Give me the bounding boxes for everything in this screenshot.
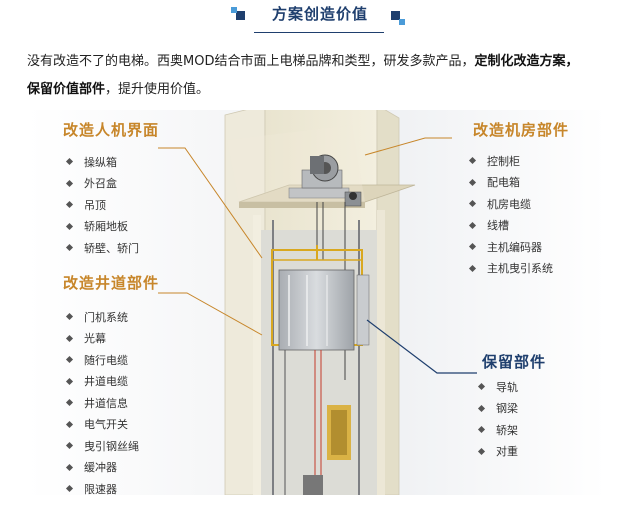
bullet-icon — [477, 404, 486, 412]
list-item-label: 钢梁 — [496, 402, 518, 416]
list-item-label: 导轨 — [496, 380, 518, 394]
intro-text: ，提升使用价值。 — [105, 82, 210, 97]
bullet-icon — [477, 447, 486, 455]
bullet-icon — [65, 377, 74, 385]
list-item: 机房电缆 — [468, 193, 553, 215]
group-list: 门机系统 光幕 随行电缆 井道电缆 井道信息 电气开关 曳引钢丝绳 缓冲器 限速… — [65, 306, 139, 495]
decor-square-icon — [399, 19, 405, 25]
list-item-label: 轿壁、轿门 — [84, 241, 139, 255]
list-item-label: 井道电缆 — [84, 375, 128, 389]
bullet-icon — [468, 221, 477, 229]
list-item: 缓冲器 — [65, 457, 139, 479]
list-item: 轿壁、轿门 — [65, 237, 139, 259]
list-item-label: 缓冲器 — [84, 461, 117, 475]
list-item: 轿厢地板 — [65, 216, 139, 238]
list-item: 控制柜 — [468, 150, 553, 172]
list-item-label: 门机系统 — [84, 310, 128, 324]
list-item-label: 配电箱 — [487, 176, 520, 190]
group-heading: 改造人机界面 — [63, 121, 160, 139]
title-underline — [254, 32, 384, 33]
list-item: 主机编码器 — [468, 236, 553, 258]
list-item: 线槽 — [468, 215, 553, 237]
decor-square-icon — [391, 11, 400, 20]
list-item-label: 光幕 — [84, 332, 106, 346]
intro-bold-text: 定制化改造方案， — [474, 54, 579, 69]
list-item-label: 电气开关 — [84, 418, 128, 432]
list-item: 导轨 — [477, 376, 518, 398]
bullet-icon — [65, 485, 74, 493]
list-item: 井道电缆 — [65, 371, 139, 393]
group-list: 操纵箱 外召盒 吊顶 轿厢地板 轿壁、轿门 — [65, 151, 139, 259]
list-item: 限速器 — [65, 478, 139, 495]
list-item: 配电箱 — [468, 172, 553, 194]
bullet-icon — [65, 399, 74, 407]
section-header: 方案创造价值 — [0, 0, 637, 40]
bullet-icon — [65, 313, 74, 321]
list-item-label: 吊顶 — [84, 198, 106, 212]
list-item-label: 轿架 — [496, 423, 518, 437]
bullet-icon — [65, 158, 74, 166]
group-list: 控制柜 配电箱 机房电缆 线槽 主机编码器 主机曳引系统 — [468, 150, 553, 280]
list-item: 操纵箱 — [65, 151, 139, 173]
list-item-label: 主机曳引系统 — [487, 262, 553, 276]
list-item: 光幕 — [65, 328, 139, 350]
list-item: 外召盒 — [65, 173, 139, 195]
bullet-icon — [65, 420, 74, 428]
list-item-label: 限速器 — [84, 482, 117, 495]
bullet-icon — [65, 463, 74, 471]
list-item-label: 外召盒 — [84, 177, 117, 191]
list-item: 门机系统 — [65, 306, 139, 328]
bullet-icon — [65, 356, 74, 364]
intro-paragraph: 没有改造不了的电梯。西奥MOD结合市面上电梯品牌和类型，研发多款产品，定制化改造… — [27, 48, 617, 104]
elevator-diagram: 改造人机界面 操纵箱 外召盒 吊顶 轿厢地板 轿壁、轿门 改造井道部件 门机系统… — [27, 110, 606, 495]
list-item-label: 线槽 — [487, 219, 509, 233]
decor-square-icon — [236, 11, 245, 20]
list-item: 轿架 — [477, 419, 518, 441]
bullet-icon — [468, 200, 477, 208]
list-item-label: 轿厢地板 — [84, 220, 128, 234]
list-item-label: 随行电缆 — [84, 353, 128, 367]
bullet-icon — [477, 383, 486, 391]
bullet-icon — [65, 244, 74, 252]
intro-bold-text: 保留价值部件 — [27, 82, 106, 97]
list-item: 曳引钢丝绳 — [65, 435, 139, 457]
list-item: 随行电缆 — [65, 349, 139, 371]
list-item-label: 操纵箱 — [84, 155, 117, 169]
list-item: 电气开关 — [65, 414, 139, 436]
list-item: 主机曳引系统 — [468, 258, 553, 280]
group-heading: 改造井道部件 — [63, 274, 160, 292]
list-item-label: 机房电缆 — [487, 197, 531, 211]
group-list: 导轨 钢梁 轿架 对重 — [477, 376, 518, 463]
bullet-icon — [468, 157, 477, 165]
list-item: 井道信息 — [65, 392, 139, 414]
elevator-illustration — [158, 110, 477, 495]
bullet-icon — [468, 264, 477, 272]
list-item-label: 控制柜 — [487, 154, 520, 168]
list-item-label: 主机编码器 — [487, 240, 542, 254]
list-item: 对重 — [477, 441, 518, 463]
list-item-label: 曳引钢丝绳 — [84, 439, 139, 453]
bullet-icon — [65, 334, 74, 342]
intro-text: 没有改造不了的电梯。西奥MOD结合市面上电梯品牌和类型，研发多款产品， — [27, 54, 475, 69]
bullet-icon — [65, 442, 74, 450]
list-item-label: 井道信息 — [84, 396, 128, 410]
bullet-icon — [65, 222, 74, 230]
section-title: 方案创造价值 — [271, 5, 368, 23]
list-item: 钢梁 — [477, 398, 518, 420]
group-heading: 改造机房部件 — [473, 121, 570, 139]
bullet-icon — [468, 178, 477, 186]
group-heading: 保留部件 — [482, 353, 547, 371]
bullet-icon — [477, 426, 486, 434]
list-item: 吊顶 — [65, 194, 139, 216]
list-item-label: 对重 — [496, 445, 518, 459]
bullet-icon — [65, 201, 74, 209]
decor-square-icon — [231, 7, 237, 13]
bullet-icon — [65, 179, 74, 187]
bullet-icon — [468, 243, 477, 251]
